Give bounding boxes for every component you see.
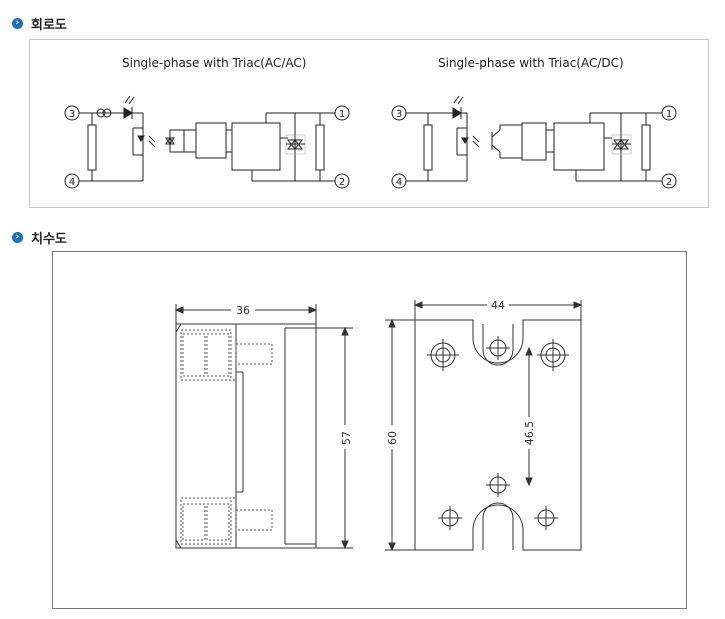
circuit-ac-dc-drawing — [391, 95, 677, 189]
terminal-1-circle — [334, 105, 350, 121]
circuit-title-ac-dc: Single-phase with Triac(AC/DC) — [438, 56, 624, 70]
terminal-1-label-b: 1 — [666, 109, 672, 120]
terminal-3-label-b: 3 — [396, 109, 402, 120]
terminal-2-circle — [334, 173, 350, 189]
side-view-drawing — [174, 304, 353, 550]
terminal-3-label: 3 — [69, 109, 75, 120]
terminal-2-circle-b — [661, 173, 677, 189]
terminal-1-label: 1 — [339, 109, 345, 120]
terminal-4-label-b: 4 — [396, 177, 402, 188]
circuit-section-heading: › 회로도 — [12, 14, 67, 33]
dimension-drawing-panel: 36 57 44 60 46.5 — [52, 251, 687, 609]
front-width-label: 44 — [491, 299, 505, 312]
chevron-right-icon: › — [12, 17, 23, 29]
side-height-label: 57 — [340, 431, 353, 445]
hole-spacing-label: 46.5 — [523, 421, 536, 446]
side-width-label: 36 — [236, 304, 250, 317]
circuit-ac-ac-drawing — [64, 95, 350, 189]
chevron-right-icon: › — [12, 231, 23, 243]
front-view-drawing — [385, 300, 583, 552]
circuit-section-title: 회로도 — [31, 17, 67, 33]
circuit-title-ac-ac: Single-phase with Triac(AC/AC) — [122, 56, 307, 70]
dimension-drawings: 36 57 44 60 46.5 — [174, 299, 583, 552]
circuit-schematics: 3 4 1 2 3 4 1 2 — [64, 95, 677, 189]
terminal-1-circle-b — [661, 105, 677, 121]
circuit-diagram-panel: Single-phase with Triac(AC/AC) Single-ph… — [29, 39, 709, 208]
terminal-2-label-b: 2 — [666, 177, 672, 188]
dimension-section-title: 치수도 — [31, 231, 67, 247]
dimension-section-heading: › 치수도 — [12, 228, 67, 247]
terminal-4-label: 4 — [69, 177, 75, 188]
terminal-2-label: 2 — [339, 177, 345, 188]
front-height-label: 60 — [386, 431, 399, 445]
